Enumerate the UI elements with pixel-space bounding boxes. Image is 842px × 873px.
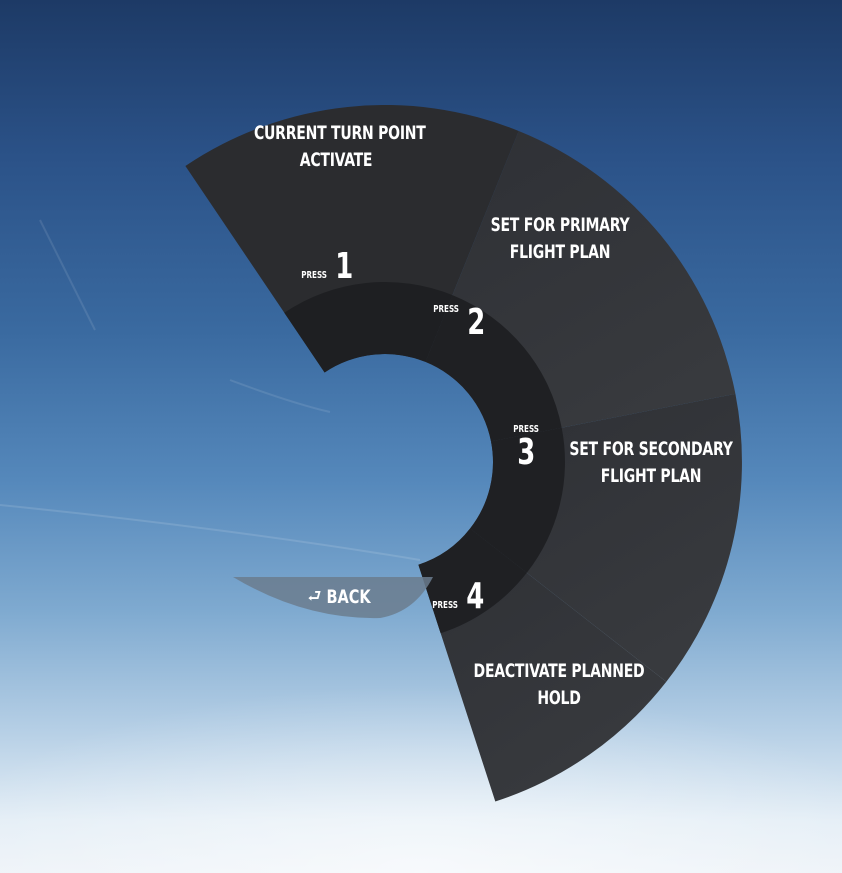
key-segment-4[interactable] [418,528,527,634]
back-label: BACK [326,586,371,608]
back-segment[interactable] [233,577,433,619]
key-segment-2[interactable] [425,295,562,442]
return-arrow-icon: ⮐ [307,586,322,607]
back-button[interactable]: ⮐ BACK [308,586,371,608]
key-segment-3[interactable] [470,427,565,573]
key-segment-1[interactable] [284,282,453,373]
